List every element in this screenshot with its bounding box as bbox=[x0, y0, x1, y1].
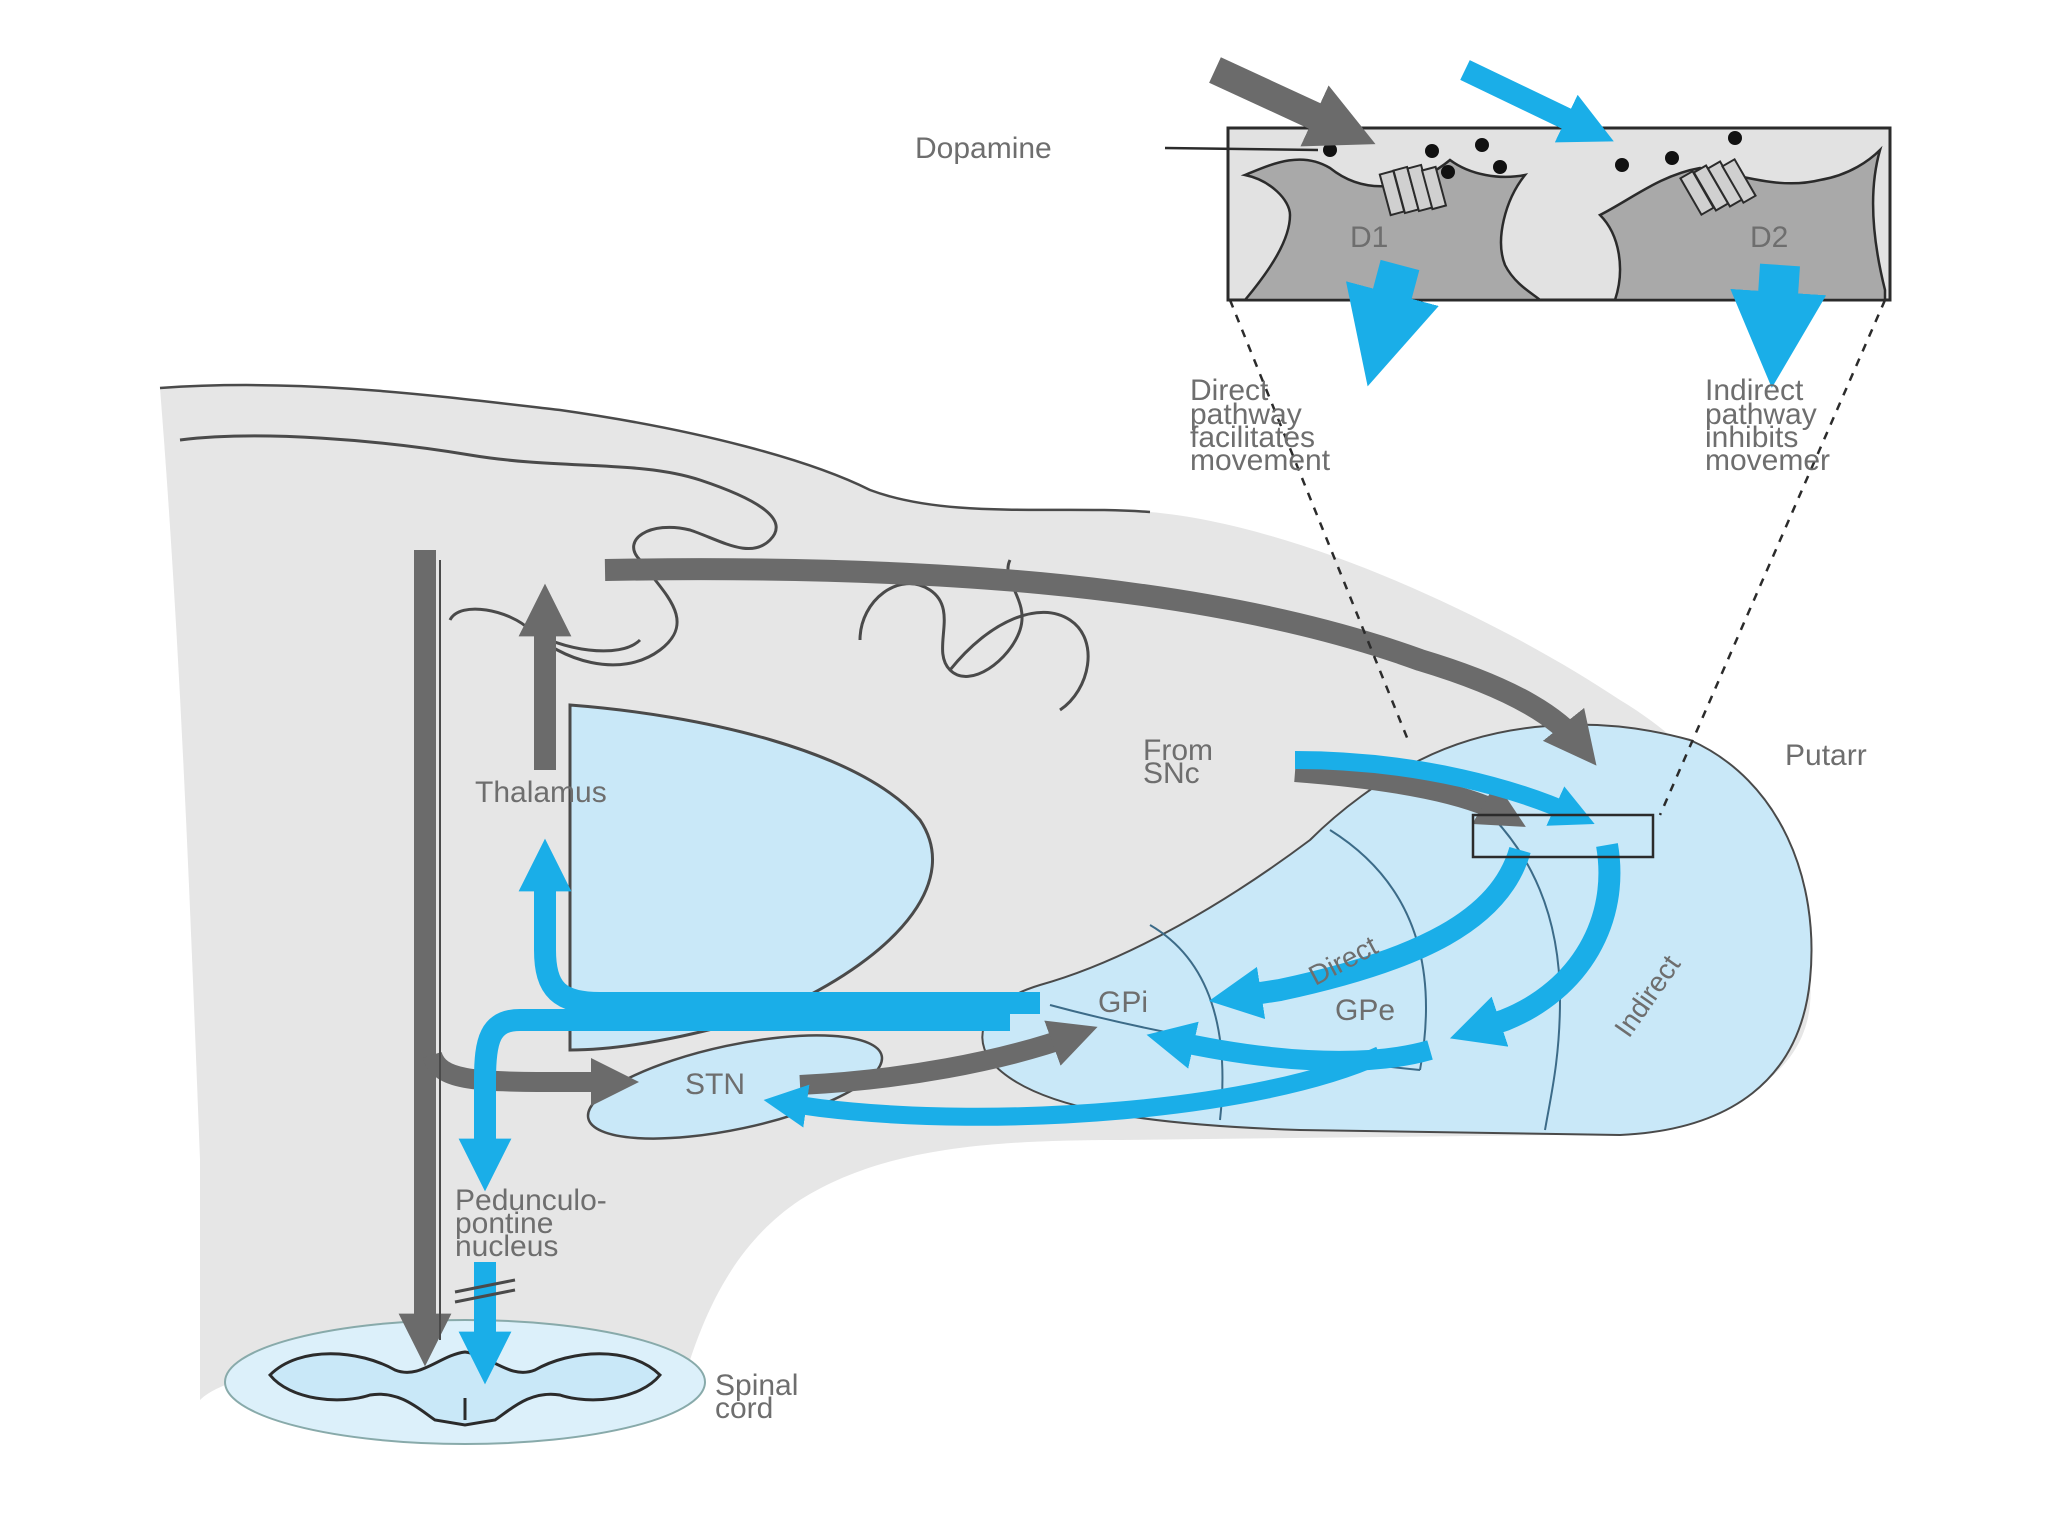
stn-gpi-arrow bbox=[799, 1020, 1098, 1095]
gpe-gpi-arrow bbox=[1146, 1021, 1433, 1071]
svg-text:nucleus: nucleus bbox=[455, 1230, 558, 1263]
svg-text:Pedunculo-: Pedunculo- bbox=[455, 1184, 607, 1217]
ppn-label: Pedunculo- pontine nucleus bbox=[455, 1184, 607, 1263]
zoom-guide-left bbox=[1228, 299, 1412, 746]
d2-receptor bbox=[1679, 157, 1757, 217]
break-mark bbox=[454, 1278, 516, 1304]
inhibitory-pathways bbox=[458, 751, 1621, 1385]
svg-text:Spinal: Spinal bbox=[715, 1369, 798, 1402]
svg-text:inhibits: inhibits bbox=[1705, 421, 1798, 454]
d1-label: D1 bbox=[1350, 221, 1388, 254]
svg-text:movement: movement bbox=[1190, 444, 1331, 477]
spinal-cord-label: Spinal cord bbox=[715, 1369, 798, 1425]
stn-nucleus bbox=[586, 1034, 884, 1140]
cortex-gyrus-2 bbox=[948, 610, 1090, 712]
d1-output-arrow bbox=[1345, 259, 1439, 387]
dopamine-pointer bbox=[1164, 146, 1319, 152]
svg-text:pontine: pontine bbox=[455, 1207, 553, 1240]
dopamine-molecules bbox=[1323, 131, 1742, 179]
indirect-pathway-arrow bbox=[1449, 843, 1621, 1047]
direct-note: Direct pathway facilitates movement bbox=[1190, 374, 1331, 477]
indirect-note: Indirect pathway inhibits movemer bbox=[1705, 374, 1830, 477]
d2-label: D2 bbox=[1750, 221, 1788, 254]
cortex-stn-arrow bbox=[422, 1051, 640, 1107]
gray-input-arrow bbox=[1209, 57, 1376, 147]
gpe-stn-arrow bbox=[763, 1046, 1384, 1128]
svg-text:cord: cord bbox=[715, 1392, 773, 1425]
gp-boundary-2 bbox=[1329, 829, 1427, 1071]
gpe-label: GPe bbox=[1335, 994, 1395, 1027]
zoom-guide-right bbox=[1658, 299, 1887, 816]
putamen-label: Putarr bbox=[1785, 739, 1867, 772]
svg-text:pathway: pathway bbox=[1705, 398, 1817, 431]
thalamus-label: Thalamus bbox=[475, 776, 607, 809]
corticostriatal-arrow bbox=[604, 558, 1597, 766]
svg-text:Indirect: Indirect bbox=[1705, 374, 1804, 407]
svg-text:From: From bbox=[1143, 734, 1213, 767]
svg-text:facilitates: facilitates bbox=[1190, 421, 1315, 454]
svg-text:SNc: SNc bbox=[1143, 757, 1200, 790]
spinal-grey-matter bbox=[267, 1350, 663, 1427]
synapse-inset bbox=[1226, 126, 1892, 302]
direct-pathway-arrow bbox=[1208, 846, 1531, 1020]
svg-text:movemer: movemer bbox=[1705, 444, 1830, 477]
svg-text:pathway: pathway bbox=[1190, 398, 1302, 431]
d2-cell bbox=[1597, 145, 1887, 302]
snc-blue-arrow bbox=[1294, 751, 1595, 826]
cortex-surface bbox=[159, 383, 1151, 514]
dopamine-label: Dopamine bbox=[915, 132, 1052, 165]
d1-receptor bbox=[1378, 163, 1448, 217]
gpi-ppn-arrow bbox=[458, 1009, 1010, 1192]
blue-input-arrow bbox=[1460, 60, 1614, 143]
stn-label: STN bbox=[685, 1068, 745, 1101]
thalamus-region bbox=[568, 703, 934, 1052]
putamen-zoom-box bbox=[1471, 813, 1655, 859]
gpi-label: GPi bbox=[1098, 986, 1148, 1019]
gpi-thalamus-arrow bbox=[518, 838, 1040, 1014]
svg-text:Direct: Direct bbox=[1190, 374, 1269, 407]
from-snc-label: From SNc bbox=[1143, 734, 1213, 790]
excitatory-pathways bbox=[398, 550, 1597, 1367]
snc-gray-arrow bbox=[1294, 762, 1526, 827]
brain-tissue bbox=[160, 385, 1811, 1400]
d2-output-arrow bbox=[1730, 263, 1827, 388]
